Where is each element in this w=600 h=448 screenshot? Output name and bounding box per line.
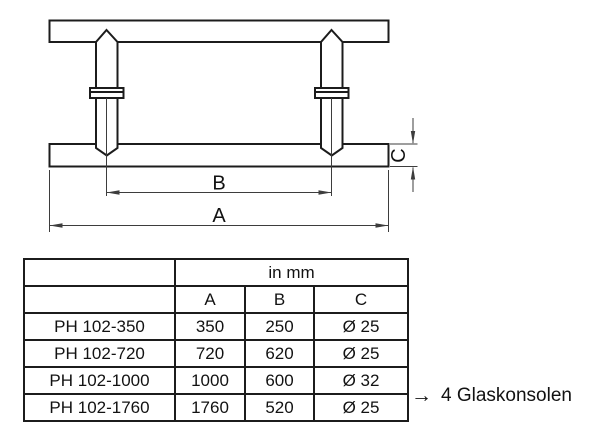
unit-header-cell: in mm <box>174 258 409 287</box>
arrowhead-up-icon <box>410 166 416 180</box>
value-b: 620 <box>244 339 315 368</box>
arrowhead-down-icon <box>410 131 416 144</box>
table-row: PH 102-1760 1760 520 Ø 25 <box>23 393 409 422</box>
arrowhead-right-icon <box>318 190 332 195</box>
empty-corner-cell <box>23 285 176 314</box>
model-name: PH 102-350 <box>23 312 176 341</box>
value-c: Ø 32 <box>313 366 409 395</box>
value-c: Ø 25 <box>313 339 409 368</box>
glass-brackets-note-text: 4 Glaskonsolen <box>441 384 572 406</box>
model-name: PH 102-1760 <box>23 393 176 422</box>
dimension-c-label: C <box>388 148 410 162</box>
column-header-a: A <box>174 285 246 314</box>
column-header-c: C <box>313 285 409 314</box>
dimensions-table: in mm A B C PH 102-350 350 250 Ø 25 PH 1… <box>23 258 409 422</box>
top-handle-bar <box>48 19 390 43</box>
dimension-b: B <box>106 173 332 195</box>
value-a: 350 <box>174 312 246 341</box>
table-row-units: in mm <box>23 258 409 287</box>
arrowhead-right-icon <box>375 223 389 228</box>
pull-handle-technical-drawing: B A C <box>48 19 418 232</box>
table-row-column-headers: A B C <box>23 285 409 314</box>
model-name: PH 102-1000 <box>23 366 176 395</box>
bottom-handle-bar <box>48 143 390 168</box>
table-row: PH 102-350 350 250 Ø 25 <box>23 312 409 341</box>
value-b: 520 <box>244 393 315 422</box>
value-c: Ø 25 <box>313 312 409 341</box>
dimension-b-label: B <box>212 173 225 195</box>
dimension-c: C <box>388 118 418 192</box>
arrowhead-left-icon <box>49 223 63 228</box>
right-arrow-icon: → <box>411 384 432 407</box>
value-c: Ø 25 <box>313 393 409 422</box>
left-collar <box>89 87 125 99</box>
value-b: 250 <box>244 312 315 341</box>
dimension-a-label: A <box>212 205 226 227</box>
empty-corner-cell <box>23 258 176 287</box>
glass-brackets-note: → 4 Glaskonsolen <box>411 383 572 408</box>
table-row: PH 102-720 720 620 Ø 25 <box>23 339 409 368</box>
table-row: PH 102-1000 1000 600 Ø 32 <box>23 366 409 395</box>
value-a: 1760 <box>174 393 246 422</box>
value-b: 600 <box>244 366 315 395</box>
model-name: PH 102-720 <box>23 339 176 368</box>
value-a: 720 <box>174 339 246 368</box>
value-a: 1000 <box>174 366 246 395</box>
column-header-b: B <box>244 285 315 314</box>
arrowhead-left-icon <box>106 190 120 195</box>
right-collar <box>314 87 350 99</box>
dimension-a: A <box>49 170 389 232</box>
